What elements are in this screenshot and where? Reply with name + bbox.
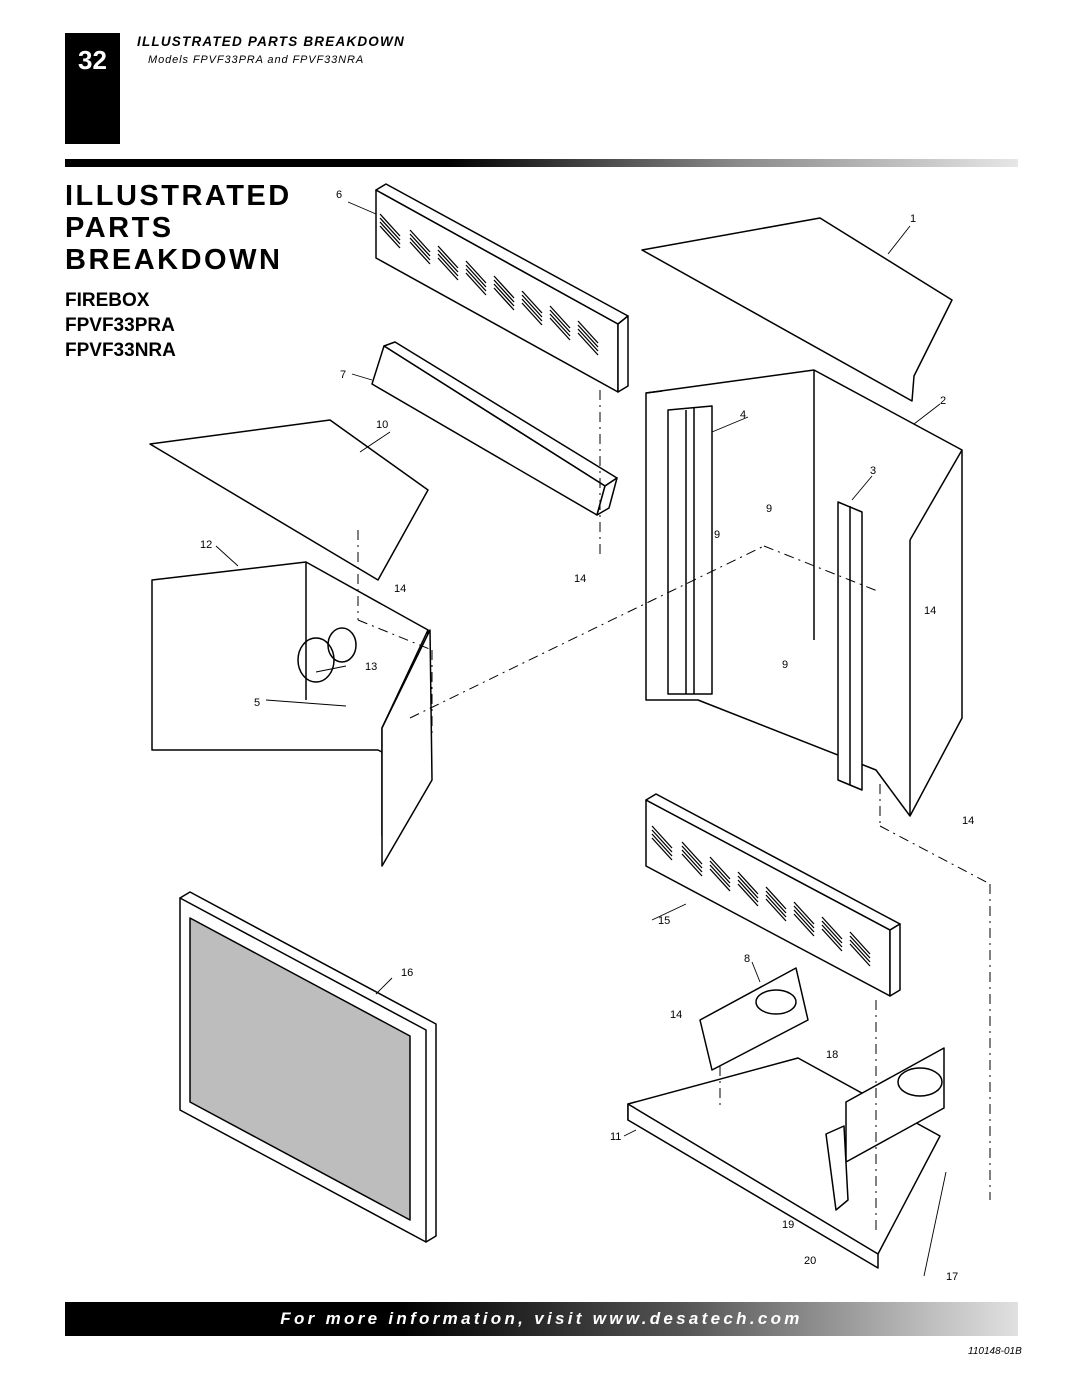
callout-7: 7 bbox=[340, 369, 346, 381]
callout-14: 14 bbox=[670, 1009, 682, 1021]
left-top-panel bbox=[149, 419, 429, 581]
callout-9: 9 bbox=[782, 659, 788, 671]
left-bracket bbox=[699, 967, 809, 1071]
top-panel bbox=[641, 217, 953, 402]
callout-14: 14 bbox=[924, 605, 936, 617]
callout-11: 11 bbox=[610, 1131, 621, 1143]
callout-8: 8 bbox=[744, 953, 750, 965]
page-number: 32 bbox=[78, 45, 107, 75]
section-heading: FIREBOX FPVF33PRA FPVF33NRA bbox=[65, 288, 176, 363]
callout-20: 20 bbox=[804, 1255, 816, 1267]
callout-15: 15 bbox=[658, 915, 670, 927]
model-number: FPVF33NRA bbox=[65, 340, 176, 361]
callout-16: 16 bbox=[401, 967, 413, 979]
top-louver-panel bbox=[375, 183, 629, 393]
lower-louver-panel bbox=[645, 793, 901, 997]
left-channel bbox=[667, 405, 713, 695]
firebox-back-wall bbox=[645, 369, 963, 817]
callout-18: 18 bbox=[826, 1049, 838, 1061]
callout-13: 13 bbox=[365, 661, 377, 673]
section-name: FIREBOX bbox=[65, 290, 150, 311]
callout-1: 1 bbox=[910, 213, 916, 225]
callout-17: 17 bbox=[946, 1271, 958, 1283]
page-title-line: ILLUSTRATED bbox=[65, 180, 292, 212]
callout-2: 2 bbox=[940, 395, 946, 407]
footer-banner: For more information, visit www.desatech… bbox=[65, 1302, 1018, 1336]
top-deflector bbox=[371, 341, 618, 516]
callout-6: 6 bbox=[336, 189, 342, 201]
model-number: FPVF33PRA bbox=[65, 315, 175, 336]
callout-12: 12 bbox=[200, 539, 212, 551]
right-channel bbox=[837, 501, 863, 791]
callout-9: 9 bbox=[714, 529, 720, 541]
footer-link-text[interactable]: For more information, visit www.desatech… bbox=[280, 1309, 803, 1328]
callout-9: 9 bbox=[766, 503, 772, 515]
page-title-line: PARTS bbox=[65, 212, 174, 244]
callout-14: 14 bbox=[394, 583, 406, 595]
callout-3: 3 bbox=[870, 465, 876, 477]
callout-5: 5 bbox=[254, 697, 260, 709]
page-title-line: BREAKDOWN bbox=[65, 244, 283, 276]
callout-14: 14 bbox=[962, 815, 974, 827]
header-rule bbox=[65, 159, 1018, 167]
firebox-left-wall bbox=[151, 561, 433, 867]
page-number-tab: 32 bbox=[65, 33, 120, 144]
callout-19: 19 bbox=[782, 1219, 794, 1231]
right-bracket bbox=[825, 1047, 945, 1211]
header-title: ILLUSTRATED PARTS BREAKDOWN bbox=[137, 34, 405, 49]
glass-door-frame bbox=[179, 891, 437, 1243]
document-code: 110148-01B bbox=[968, 1346, 1022, 1357]
page-title: ILLUSTRATED PARTS BREAKDOWN bbox=[65, 180, 292, 276]
callout-10: 10 bbox=[376, 419, 388, 431]
callout-4: 4 bbox=[740, 409, 746, 421]
header-subtitle: Models FPVF33PRA and FPVF33NRA bbox=[148, 54, 365, 66]
callout-14: 14 bbox=[574, 573, 586, 585]
